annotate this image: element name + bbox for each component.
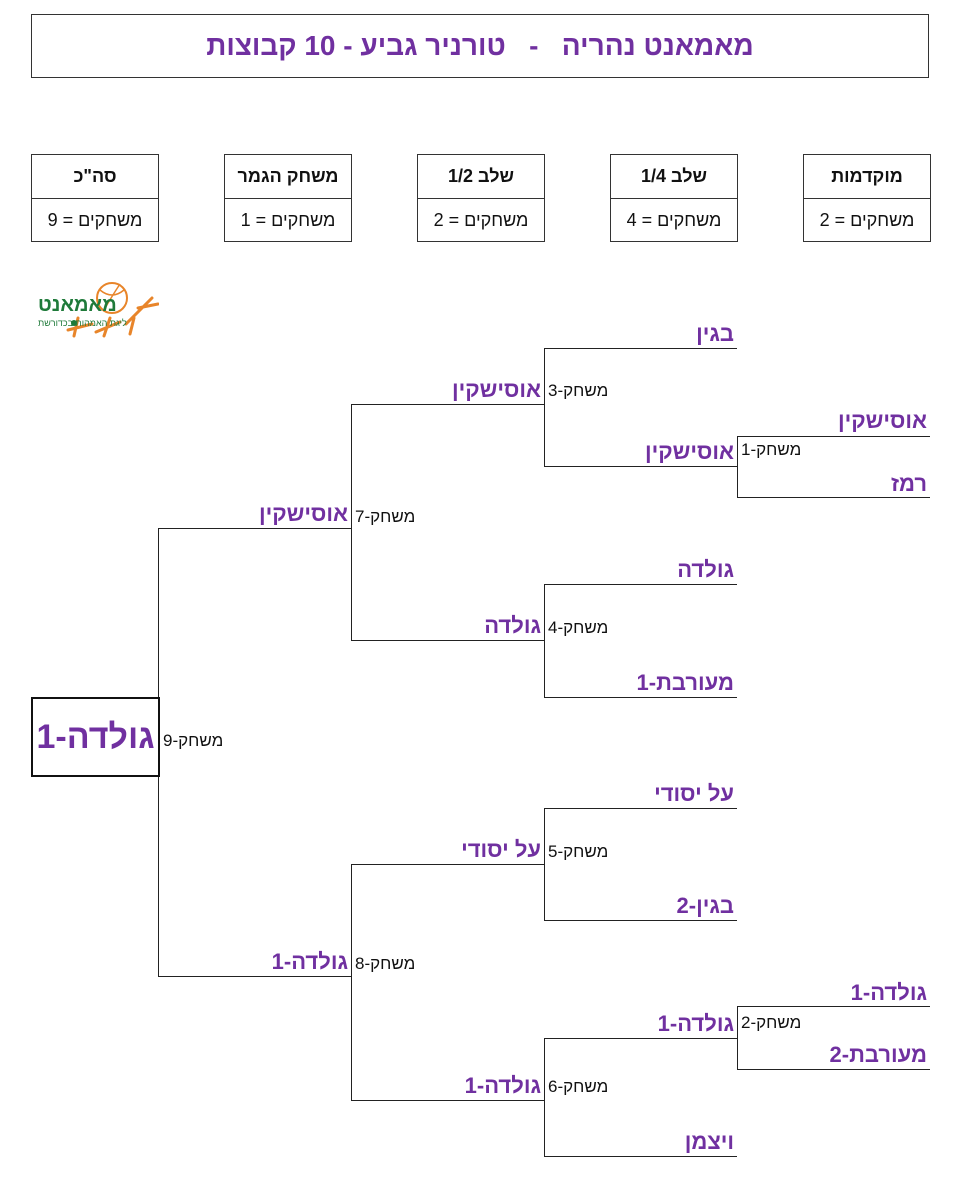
line-qf4-join [544, 584, 545, 697]
stage-name: סה"כ [32, 155, 158, 199]
team-r1-al-yesodi: על יסודי [654, 781, 734, 806]
team-qf4-winner: גולדה [484, 613, 541, 638]
line-sf8-bottom [351, 1100, 544, 1101]
team-r1-ussishkin: אוסישקין [644, 439, 734, 464]
stage-count: משחקים = 9 [47, 210, 143, 230]
match-label-2: משחק-2 [741, 1013, 802, 1032]
line-qf6-top [544, 1038, 737, 1039]
line-pre1-top [737, 436, 930, 437]
line-pre2-bottom [737, 1069, 930, 1070]
line-qf6-bottom [544, 1156, 737, 1157]
team-qf5-winner: על יסודי [461, 837, 541, 862]
team-r1-begin: בגין [696, 321, 734, 346]
line-sf7-top [351, 404, 544, 405]
line-qf4-top [544, 584, 737, 585]
line-sf7-join [351, 404, 352, 640]
line-qf5-join [544, 808, 545, 920]
stage-total: סה"כ משחקים = 9 [31, 154, 159, 242]
match-label-8: משחק-8 [355, 954, 416, 973]
line-qf3-join [544, 348, 545, 466]
champion-name: גולדה-1 [36, 717, 155, 756]
team-r1-begin2: בגין-2 [676, 893, 734, 918]
title-box: מאמאנט נהריה - טורניר גביע - 10 קבוצות [31, 14, 929, 78]
volleyball-icon [66, 282, 160, 338]
stage-name: משחק הגמר [225, 155, 351, 199]
stage-count: משחקים = 2 [819, 210, 915, 230]
champion-box: גולדה-1 [31, 697, 160, 777]
match-label-6: משחק-6 [548, 1077, 609, 1096]
team-qf3-winner: אוסישקין [451, 377, 541, 402]
team-pre2-bottom: מעורבת-2 [829, 1042, 927, 1067]
match-label-5: משחק-5 [548, 842, 609, 861]
stage-count: משחקים = 1 [240, 210, 336, 230]
stage-quarterfinal: שלב 1/4 משחקים = 4 [610, 154, 738, 242]
line-qf5-bottom [544, 920, 737, 921]
line-qf3-bottom [544, 466, 737, 467]
stage-count: משחקים = 4 [626, 210, 722, 230]
line-final-bottom [158, 976, 351, 977]
stage-name: שלב 1/2 [418, 155, 544, 199]
line-pre2-top [737, 1006, 930, 1007]
stage-preliminary: מוקדמות משחקים = 2 [803, 154, 931, 242]
line-pre2-join [737, 1006, 738, 1069]
match-label-4: משחק-4 [548, 618, 609, 637]
stage-count: משחקים = 2 [433, 210, 529, 230]
match-label-7: משחק-7 [355, 507, 416, 526]
stage-name: מוקדמות [804, 155, 930, 199]
line-qf3-top [544, 348, 737, 349]
match-label-9: משחק-9 [163, 731, 224, 750]
line-qf4-bottom [544, 697, 737, 698]
stage-final: משחק הגמר משחקים = 1 [224, 154, 352, 242]
team-r1-golda1: גולדה-1 [657, 1011, 734, 1036]
team-qf6-winner: גולדה-1 [464, 1073, 541, 1098]
team-r1-golda: גולדה [677, 557, 734, 582]
line-pre1-bottom [737, 497, 930, 498]
team-sf7-winner: אוסישקין [258, 501, 348, 526]
line-qf6-join [544, 1038, 545, 1156]
team-r1-meuravet1: מעורבת-1 [636, 670, 734, 695]
match-label-3: משחק-3 [548, 381, 609, 400]
logo-text: מאמאנט [38, 294, 117, 316]
logo-subtitle: ליגת האמהות בכדורשת [38, 318, 127, 328]
stage-name: שלב 1/4 [611, 155, 737, 199]
team-sf8-winner: גולדה-1 [271, 949, 348, 974]
line-sf8-top [351, 864, 544, 865]
team-pre1-top: אוסישקין [837, 408, 927, 433]
team-pre1-bottom: רמז [890, 471, 927, 496]
stage-semifinal: שלב 1/2 משחקים = 2 [417, 154, 545, 242]
league-logo: מאמאנט ליגת האמהות בכדורשת [34, 278, 160, 340]
team-r1-weizman: ויצמן [684, 1129, 734, 1154]
line-pre1-join [737, 436, 738, 497]
page-title: מאמאנט נהריה - טורניר גביע - 10 קבוצות [206, 30, 754, 61]
match-label-1: משחק-1 [741, 440, 802, 459]
line-qf5-top [544, 808, 737, 809]
team-pre2-top: גולדה-1 [850, 980, 927, 1005]
line-final-top [158, 528, 351, 529]
line-sf8-join [351, 864, 352, 1100]
line-sf7-bottom [351, 640, 544, 641]
